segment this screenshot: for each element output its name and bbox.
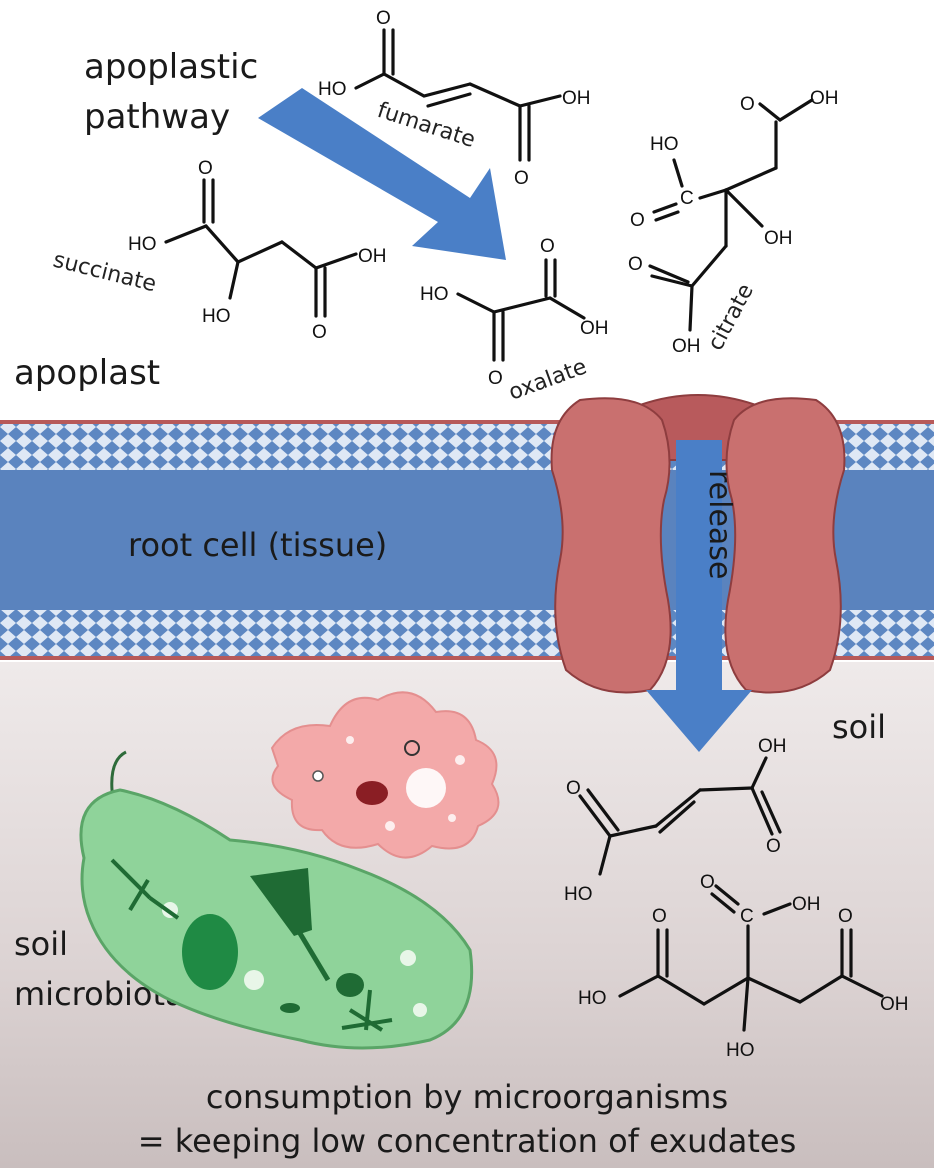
atom-label: O [838, 906, 853, 927]
apoplast-label: apoplast [14, 353, 160, 393]
atom-label: OH [580, 318, 609, 339]
amoeba [270, 691, 500, 859]
atom-label: OH [792, 894, 821, 915]
atom-label: OH [880, 994, 909, 1015]
atom-label: OH [358, 246, 387, 267]
atom-label: O [376, 8, 391, 29]
atom-label: HO [650, 134, 679, 155]
apoplastic-label-line2: pathway [84, 97, 230, 137]
citrate-name: citrate [703, 280, 759, 355]
atom-label: HO [564, 884, 593, 905]
atom-label: OH [562, 88, 591, 109]
atom-label: C [680, 188, 694, 209]
atom-label: OH [758, 736, 787, 757]
atom-label: HO [578, 988, 607, 1009]
atom-label: HO [202, 306, 231, 327]
atom-label: OH [810, 88, 839, 109]
atom-label: O [652, 906, 667, 927]
atom-label: HO [726, 1040, 755, 1061]
atom-label: HO [420, 284, 449, 305]
consumption-line1: consumption by microorganisms [206, 1078, 728, 1116]
oxalate-structure: O HO OH O oxalate [420, 236, 609, 406]
soil-microbe [79, 750, 474, 1050]
root-cell-label: root cell (tissue) [128, 526, 387, 564]
oxalate-name: oxalate [506, 354, 591, 405]
atom-label: O [740, 94, 755, 115]
soil-label: soil [832, 708, 886, 746]
apoplastic-pathway-arrow [258, 88, 506, 260]
atom-label: O [766, 836, 781, 857]
release-arrow [646, 440, 752, 752]
succinate-name: succinate [51, 248, 159, 298]
soil-microbiota-line1: soil [14, 925, 68, 963]
atom-label: C [740, 906, 754, 927]
atom-label: O [700, 872, 715, 893]
consumption-line2: = keeping low concentration of exudates [138, 1122, 797, 1160]
atom-label: O [540, 236, 555, 257]
apoplastic-label-line1: apoplastic [84, 47, 258, 87]
fumarate-name: fumarate [374, 98, 478, 153]
atom-label: OH [672, 336, 701, 357]
transport-channel [550, 394, 846, 694]
atom-label: O [312, 322, 327, 343]
atom-label: O [488, 368, 503, 389]
citrate-structure-top: O OH HO C O OH O OH citrate [628, 88, 839, 357]
atom-label: O [628, 254, 643, 275]
atom-label: O [198, 158, 213, 179]
atom-label: O [514, 168, 529, 189]
atom-label: O [566, 778, 581, 799]
citrate-structure-soil: O C OH O HO HO O OH [578, 872, 909, 1061]
release-label: release [702, 470, 737, 579]
fumarate-structure-soil: OH O O HO [564, 736, 787, 905]
atom-label: HO [128, 234, 157, 255]
succinate-structure: O HO HO OH O succinate [51, 158, 387, 343]
atom-label: HO [318, 79, 347, 100]
atom-label: OH [764, 228, 793, 249]
atom-label: O [630, 210, 645, 231]
